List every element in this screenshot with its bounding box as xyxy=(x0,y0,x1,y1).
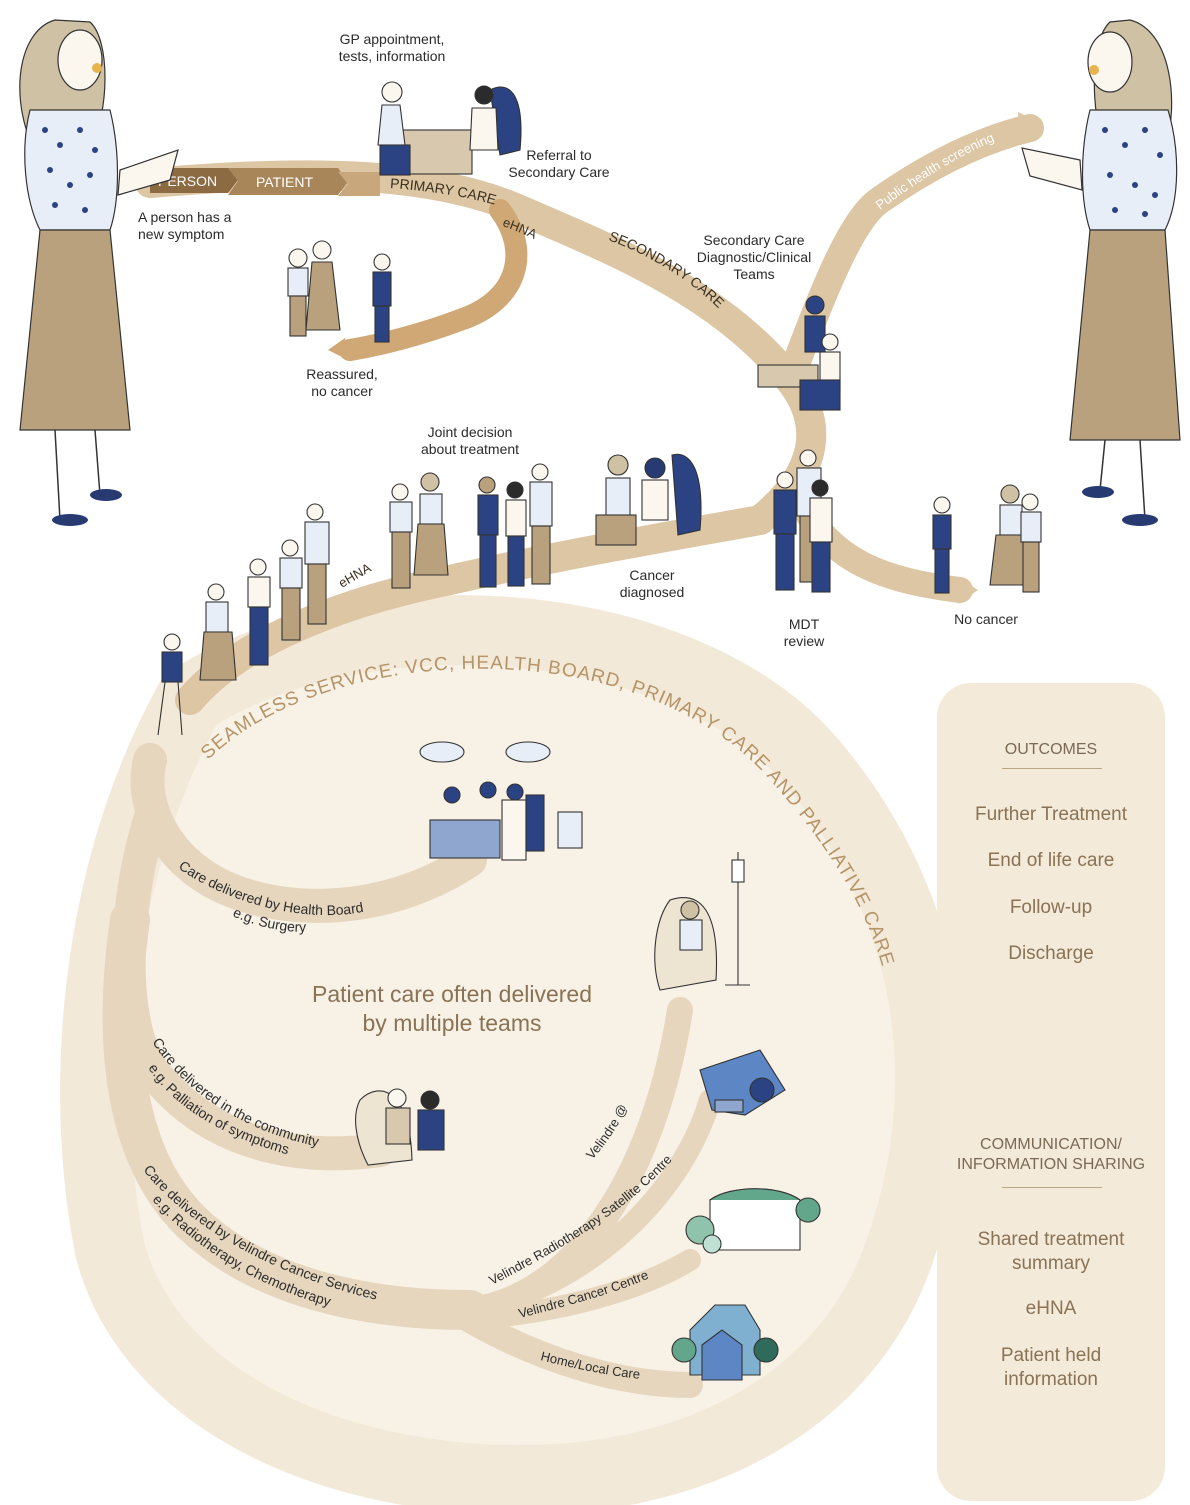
gp-desk-illustration xyxy=(377,81,522,176)
outcome-item: Discharge xyxy=(1008,943,1094,964)
patient-queue-illustration xyxy=(157,503,330,736)
communication-title: COMMUNICATION/ INFORMATION SHARING xyxy=(956,1136,1146,1173)
no-cancer-label: No cancer xyxy=(954,611,1018,627)
gp-appointment-label: GP appointment, tests, information xyxy=(338,31,446,64)
communication-item: Patient held information xyxy=(1000,1345,1102,1390)
reassured-group-illustration xyxy=(287,240,392,343)
multiple-teams-note: Patient care often delivered by multiple… xyxy=(311,981,592,1036)
cancer-centre-building-illustration xyxy=(685,1188,821,1254)
referral-label: Referral to Secondary Care xyxy=(508,147,610,180)
communication-divider xyxy=(1002,1187,1102,1188)
cancer-diagnosed-label: Cancer diagnosed xyxy=(619,567,685,600)
joint-decision-label: Joint decision about treatment xyxy=(420,424,520,457)
new-symptom-label: A person has a new symptom xyxy=(138,209,232,242)
outcomes-divider xyxy=(1002,768,1102,769)
secondary-teams-label: Secondary Care Diagnostic/Clinical Teams xyxy=(696,232,812,282)
mdt-review-illustration xyxy=(773,449,833,593)
surgery-illustration xyxy=(419,741,583,861)
outcome-item: Further Treatment xyxy=(974,804,1128,825)
outcome-item: Follow-up xyxy=(1009,897,1093,918)
outcomes-title: OUTCOMES xyxy=(1004,741,1098,758)
home-local-care-illustration xyxy=(671,1304,779,1381)
outcome-item: End of life care xyxy=(987,850,1115,871)
outcomes-panel: OUTCOMES Further Treatment End of life c… xyxy=(937,683,1165,1501)
reassured-label: Reassured, no cancer xyxy=(306,366,378,399)
chemotherapy-chair-illustration xyxy=(654,852,750,991)
communication-item: Shared treatment summary xyxy=(977,1229,1125,1274)
public-health-label: Public health screening xyxy=(873,130,996,213)
community-care-illustration xyxy=(355,1088,445,1166)
communication-item: eHNA xyxy=(1025,1298,1077,1319)
radiotherapy-machine-illustration xyxy=(699,1049,786,1116)
woman-right-illustration xyxy=(1021,19,1181,526)
diagnosis-consultation-illustration xyxy=(595,453,702,546)
patient-band-label: PATIENT xyxy=(256,174,313,190)
joint-decision-illustration xyxy=(389,463,553,589)
woman-left-illustration xyxy=(19,19,179,526)
diagnostic-team-illustration xyxy=(757,295,841,411)
person-band-label: PERSON xyxy=(158,173,217,189)
person-patient-arrows xyxy=(150,112,1042,604)
branch-ribbons xyxy=(102,743,721,1398)
mdt-review-label: MDT review xyxy=(783,616,825,649)
no-cancer-group-illustration xyxy=(932,484,1042,594)
